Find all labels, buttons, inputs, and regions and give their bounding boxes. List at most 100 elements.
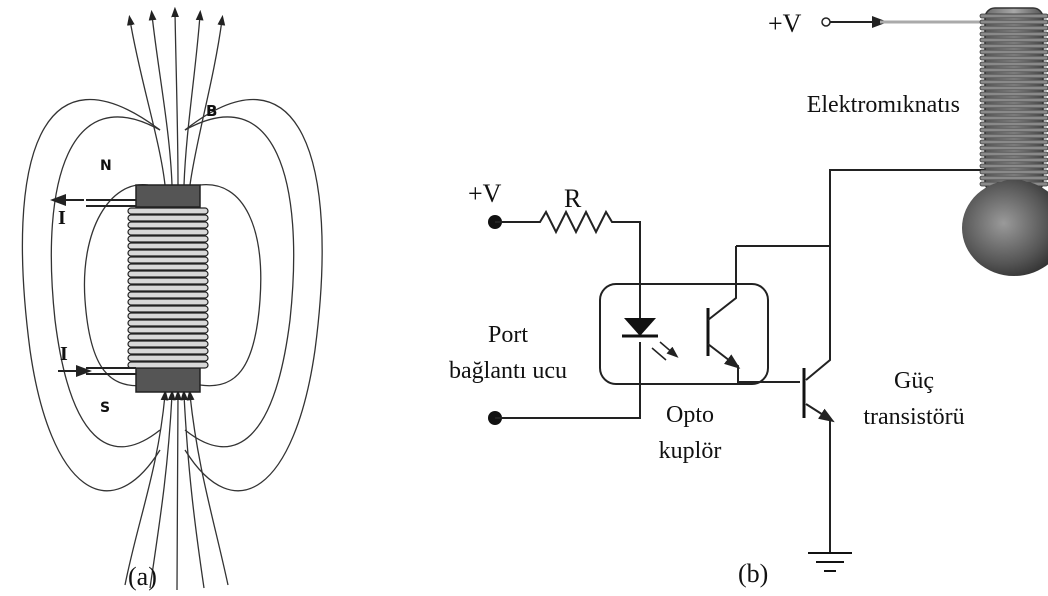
field-line-outer-left (21, 98, 161, 492)
field-fan-top-1 (127, 14, 166, 186)
power-label-line2: transistörü (863, 404, 964, 430)
magnet-coil-turn (979, 109, 1048, 115)
magnet-coil-turn (979, 139, 1048, 145)
magnet-coil-turn (979, 61, 1048, 67)
magnet-coil-turn (979, 121, 1048, 127)
power-transistor-collector (805, 246, 831, 381)
magnet-coil-turn (979, 31, 1048, 37)
field-fan-top-2 (148, 9, 173, 186)
magnet-coil-turn (979, 169, 1048, 175)
phototransistor-emitter (707, 343, 741, 369)
field-fan-top-5 (189, 14, 226, 186)
field-line-inner-right (199, 184, 262, 387)
field-line-outer-right (184, 98, 323, 492)
phototransistor-collector (707, 246, 737, 321)
coil-turn (127, 326, 209, 334)
coil-turn (127, 228, 209, 236)
opto-label-line2: kuplör (659, 438, 722, 464)
plunger (962, 180, 1048, 276)
panel-a-electromagnet: N S B I I (a) (21, 6, 323, 591)
magnet-coil-turn (979, 151, 1048, 157)
caption-b: (b) (738, 559, 768, 588)
coil-turn (127, 319, 209, 327)
field-fan-bot-1 (124, 389, 169, 586)
magnet-coil-turn (979, 13, 1048, 19)
magnet-coil-turn (979, 127, 1048, 133)
magnet-coil-turn (979, 145, 1048, 151)
power-label-line1: Güç (894, 368, 934, 394)
coil-turn (127, 312, 209, 320)
caption-a: (a) (128, 562, 157, 591)
coil-turn (127, 284, 209, 292)
opto-to-base (733, 363, 800, 383)
optocoupler-box (599, 283, 769, 385)
led-icon (624, 318, 656, 336)
coil-turn (127, 263, 209, 271)
emitter-to-ground (827, 417, 831, 552)
coil-turn (127, 277, 209, 285)
current-label-top: I (58, 207, 66, 229)
coil-turn (127, 333, 209, 341)
electromagnet-coil (979, 13, 1048, 187)
magnet-coil-turn (979, 79, 1048, 85)
magnet-coil-turn (979, 115, 1048, 121)
power-transistor-emitter (805, 403, 835, 423)
pole-north-label: N (100, 158, 112, 174)
electromagnet-label: Elektromıknatıs (807, 92, 960, 118)
magnet-coil-turn (979, 97, 1048, 103)
field-line-mid-left (50, 116, 161, 448)
resistor-r (495, 209, 641, 318)
coil-turn (127, 298, 209, 306)
magnet-coil-turn (979, 157, 1048, 163)
field-fan-bot-3 (174, 389, 182, 591)
field-line-inner-left (83, 184, 149, 387)
coil-turn (127, 235, 209, 243)
panel-b-circuit: +V R +V (449, 7, 1048, 588)
coil-turn (127, 207, 209, 215)
current-label-bottom: I (60, 343, 68, 365)
core-bottom (135, 367, 201, 393)
coil (127, 207, 209, 369)
coil-turn (127, 291, 209, 299)
field-line-mid-right (184, 116, 295, 448)
resistor-label: R (564, 184, 582, 213)
magnet-coil-turn (979, 103, 1048, 109)
coil-turn (127, 221, 209, 229)
magnet-coil-turn (979, 19, 1048, 25)
coil-turn (127, 354, 209, 362)
magnet-coil-turn (979, 73, 1048, 79)
coil-turn (127, 305, 209, 313)
magnet-coil-turn (979, 163, 1048, 169)
magnet-coil-turn (979, 133, 1048, 139)
magnet-coil-turn (979, 37, 1048, 43)
port-wire (495, 342, 641, 419)
supply-left-label: +V (468, 179, 502, 208)
collector-to-magnet (829, 169, 990, 246)
coil-turn (127, 270, 209, 278)
field-fan-top-3 (171, 6, 179, 186)
coil-turn (127, 340, 209, 348)
core-top (135, 184, 201, 208)
coil-turn (127, 361, 209, 369)
magnet-coil-turn (979, 55, 1048, 61)
supply-top-label: +V (768, 9, 802, 38)
opto-label-line1: Opto (666, 402, 714, 428)
magnet-coil-turn (979, 25, 1048, 31)
magnet-coil-turn (979, 91, 1048, 97)
field-fan-bot-2 (149, 389, 176, 589)
magnet-coil-turn (979, 175, 1048, 181)
magnet-coil-turn (979, 43, 1048, 49)
port-label-line1: Port (488, 322, 528, 348)
coil-turn (127, 249, 209, 257)
led-light-arrows (651, 341, 674, 360)
field-fan-top-4 (183, 9, 204, 186)
magnet-coil-turn (979, 85, 1048, 91)
field-fan-bot-4 (180, 389, 205, 589)
field-label: B (206, 102, 217, 120)
field-lines (21, 6, 323, 591)
pole-south-label: S (100, 400, 110, 416)
coil-turn (127, 347, 209, 355)
magnet-coil-turn (979, 67, 1048, 73)
